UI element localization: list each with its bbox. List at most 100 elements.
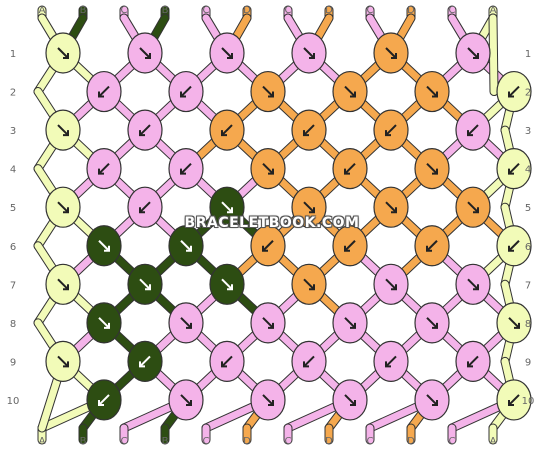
arrowhead-icon — [227, 284, 233, 291]
arrowhead-icon — [508, 168, 514, 175]
row-label-right: 10 — [522, 396, 535, 407]
arrow-icon — [426, 394, 438, 406]
arrowhead-icon — [309, 284, 315, 291]
strand-label-top: C — [449, 5, 456, 16]
arrow-icon — [344, 85, 356, 98]
strand-label-bottom: C — [367, 436, 374, 447]
arrow-icon — [139, 355, 151, 368]
arrow-icon — [426, 240, 438, 252]
arrow-icon — [98, 394, 110, 406]
arrowhead-icon — [268, 91, 274, 98]
arrow-icon — [344, 240, 356, 252]
row-label-right: 5 — [525, 203, 531, 214]
arrow-icon — [180, 240, 192, 252]
arrowhead-icon — [473, 207, 479, 214]
row-label-left: 3 — [10, 126, 16, 137]
row-label-right: 6 — [525, 242, 531, 253]
arrow-icon — [57, 201, 69, 213]
arrow-icon — [57, 278, 69, 291]
knots-layer — [45, 32, 532, 421]
arrow-icon — [98, 85, 110, 98]
row-label-left: 4 — [10, 165, 16, 176]
arrow-icon — [467, 278, 479, 291]
arrowhead-icon — [508, 399, 514, 406]
arrow-icon — [303, 355, 315, 368]
arrow-icon — [508, 394, 520, 406]
strand-label-bottom: B — [162, 436, 169, 447]
arrowhead-icon — [391, 284, 397, 291]
strand-label-top: D — [243, 5, 251, 16]
arrowhead-icon — [467, 361, 473, 368]
arrowhead-icon — [303, 361, 309, 368]
strand-label-bottom: D — [243, 436, 251, 447]
arrow-icon — [344, 317, 356, 329]
strand-top-right-edge — [489, 14, 498, 96]
arrowhead-icon — [98, 91, 104, 98]
arrowhead-icon — [180, 91, 186, 98]
arrowhead-icon — [344, 245, 350, 252]
arrow-icon — [385, 124, 397, 136]
strand-label-top: C — [367, 5, 374, 16]
arrowhead-icon — [268, 168, 274, 175]
arrowhead-icon — [221, 361, 227, 368]
strand-label-top: D — [325, 5, 333, 16]
arrowhead-icon — [309, 53, 315, 59]
arrowhead-icon — [186, 399, 192, 406]
arrow-icon — [344, 394, 356, 406]
arrow-icon — [139, 201, 151, 213]
arrowhead-icon — [139, 207, 145, 214]
arrowhead-icon — [186, 245, 192, 252]
arrowhead-icon — [350, 322, 356, 329]
arrow-icon — [221, 124, 233, 136]
arrow-icon — [467, 201, 479, 213]
arrow-icon — [180, 394, 192, 406]
arrowhead-icon — [145, 284, 151, 291]
arrowhead-icon — [268, 322, 274, 329]
arrow-icon — [98, 240, 110, 252]
arrow-icon — [98, 162, 110, 175]
arrowhead-icon — [63, 130, 69, 137]
arrowhead-icon — [145, 53, 151, 59]
arrowhead-icon — [473, 53, 479, 59]
arrowhead-icon — [385, 130, 391, 137]
arrowhead-icon — [63, 284, 69, 291]
arrowhead-icon — [98, 168, 104, 175]
arrowhead-icon — [262, 245, 268, 252]
arrow-icon — [426, 162, 438, 175]
arrowhead-icon — [391, 53, 397, 59]
arrow-icon — [57, 355, 69, 368]
arrowhead-icon — [432, 91, 438, 98]
arrowhead-icon — [227, 207, 233, 214]
strand-label-top: C — [121, 5, 128, 16]
arrowhead-icon — [467, 130, 473, 137]
arrowhead-icon — [268, 399, 274, 406]
arrowhead-icon — [139, 361, 145, 368]
row-label-left: 9 — [10, 357, 16, 368]
row-label-left: 8 — [10, 319, 16, 330]
arrow-icon — [139, 278, 151, 291]
strand-label-bottom: B — [80, 436, 87, 447]
arrow-icon — [262, 394, 274, 406]
arrow-icon — [57, 124, 69, 136]
arrow-icon — [508, 85, 520, 98]
arrow-icon — [221, 47, 233, 59]
arrowhead-icon — [508, 91, 514, 98]
arrowhead-icon — [432, 399, 438, 406]
arrowhead-icon — [180, 168, 186, 175]
row-label-left: 10 — [7, 396, 20, 407]
arrowhead-icon — [63, 361, 69, 368]
arrowhead-icon — [303, 130, 309, 137]
strand-label-bottom: C — [449, 436, 456, 447]
arrow-icon — [221, 278, 233, 291]
row-label-left: 5 — [10, 203, 16, 214]
arrowhead-icon — [139, 130, 145, 137]
arrowhead-icon — [350, 91, 356, 98]
row-label-left: 6 — [10, 242, 16, 253]
strand-label-top: C — [285, 5, 292, 16]
arrow-icon — [262, 317, 274, 329]
arrow-icon — [139, 47, 151, 59]
arrow-icon — [57, 47, 69, 59]
arrow-icon — [344, 162, 356, 175]
row-label-left: 7 — [10, 280, 16, 291]
